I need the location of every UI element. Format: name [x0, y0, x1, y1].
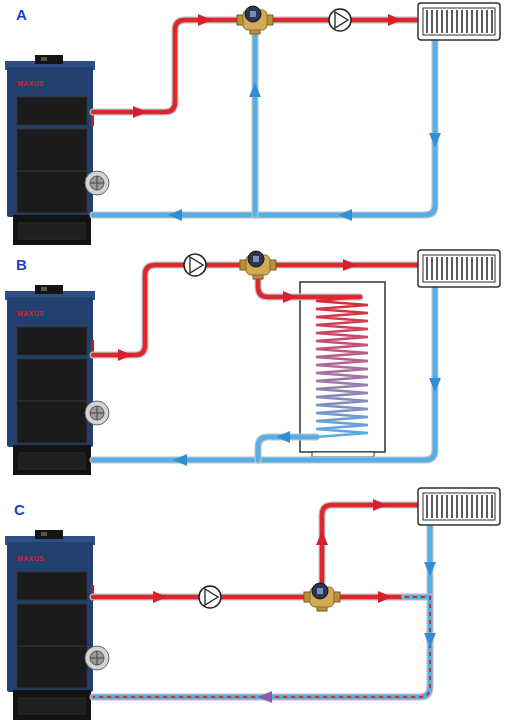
flow-arrows — [133, 14, 441, 221]
boiler-brand: MAXUS — [17, 310, 44, 317]
section-letter: B — [16, 256, 27, 273]
mixing-valve — [237, 6, 273, 34]
boiler-brand: MAXUS — [17, 555, 44, 562]
scheme-b — [5, 250, 500, 475]
section-letter: C — [14, 501, 25, 518]
flow-arrows — [153, 499, 436, 703]
diverter-valve — [240, 251, 276, 279]
scheme-c — [5, 488, 500, 720]
boiler-brand: MAXUS — [17, 80, 44, 87]
pump-symbol — [329, 9, 351, 31]
boiler — [5, 285, 109, 475]
boiler — [5, 530, 109, 720]
return-pipe — [93, 287, 435, 460]
pump-symbol — [199, 586, 221, 608]
section-letter: A — [16, 6, 27, 23]
diverter-valve — [304, 583, 340, 611]
heat-exchanger-coil — [316, 297, 368, 437]
bypass-pipe — [253, 30, 258, 215]
radiator — [418, 250, 500, 287]
return-pipe — [93, 40, 435, 215]
mixed-return-pipe — [93, 597, 430, 697]
scheme-a — [5, 3, 500, 245]
supply-pipe — [93, 595, 405, 600]
storage-tank — [300, 282, 385, 452]
radiator-supply-pipe — [322, 505, 418, 590]
radiator-return-pipe — [428, 525, 433, 597]
pump-symbol — [184, 254, 206, 276]
radiator — [418, 488, 500, 525]
flow-arrows — [118, 259, 441, 466]
radiator — [418, 3, 500, 40]
tank-supply-pipe — [258, 272, 360, 297]
